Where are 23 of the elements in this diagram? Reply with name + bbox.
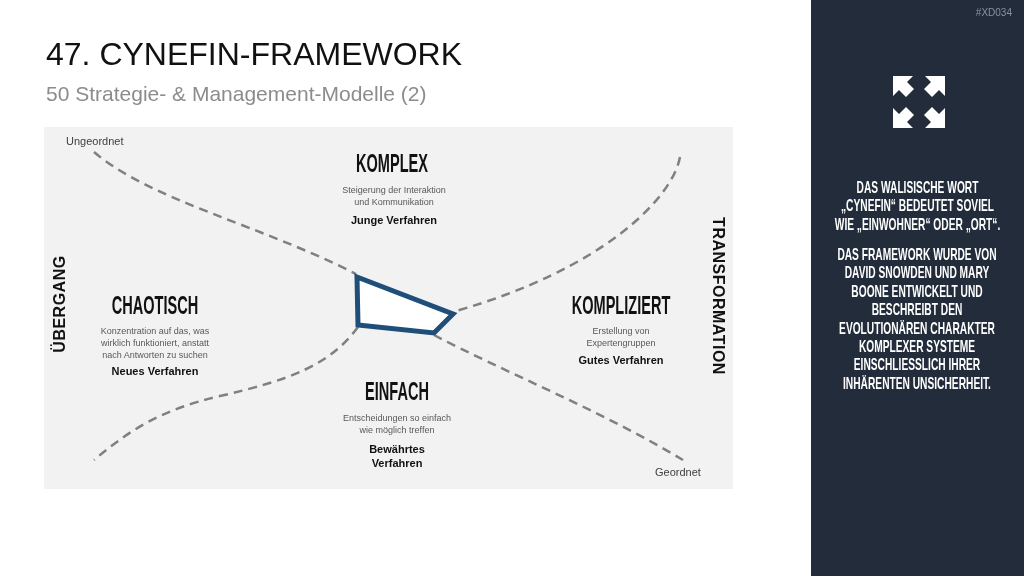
domain-heading: CHAOTISCH (111, 292, 199, 318)
practice-label: Bewährtes Verfahren (368, 442, 426, 470)
domain-description: Entscheidungen so einfach wie möglich treffen (341, 412, 453, 436)
domain-description: Konzentration auf das, was wirklich funktioniert, anstatt nach Antworten zu suchen (99, 325, 211, 361)
sidebar-panel (811, 0, 1024, 576)
slide-subtitle: 50 Strategie- & Management-Modelle (2) (46, 83, 427, 104)
domain-heading: KOMPLEX (356, 150, 428, 176)
corner-label: Geordnet (655, 466, 701, 479)
domain-heading: EINFACH (365, 378, 429, 404)
practice-label: Junge Verfahren (349, 213, 439, 227)
corner-label: Ungeordnet (66, 135, 124, 148)
domain-description: Steigerung der Interaktion und Kommunikation (341, 184, 447, 208)
slide-code: #XD034 (975, 8, 1012, 18)
domain-heading: KOMPLIZIERT (571, 292, 671, 318)
practice-label: Gutes Verfahren (577, 353, 665, 367)
slide-title: 47. CYNEFIN-FRAMEWORK (46, 38, 463, 70)
domain-description: Erstellung von Expertengruppen (585, 325, 657, 349)
sidebar-paragraph: DAS WALISISCHE WORT „CYNEFIN“ BEDEUTET SOVIEL WIE „EINWOHNER“ ODER „ORT“. (833, 179, 1001, 235)
axis-label: TRANSFORMATION (710, 217, 726, 375)
sidebar-paragraph: DAS FRAMEWORK WURDE VON DAVID SNOWDEN UND MARY BOONE ENTWICKELT UND BESCHREIBT DEN EVOLUTIONÄREN CHARAKTER KOMPLEXER SYSTEME EINSCHLIESSLICH IHRER INHÄRENTEN UNSICHERHEIT. (836, 246, 998, 394)
practice-label: Neues Verfahren (110, 364, 200, 378)
diagram-panel (44, 127, 733, 489)
axis-label: ÜBERGANG (52, 255, 68, 353)
